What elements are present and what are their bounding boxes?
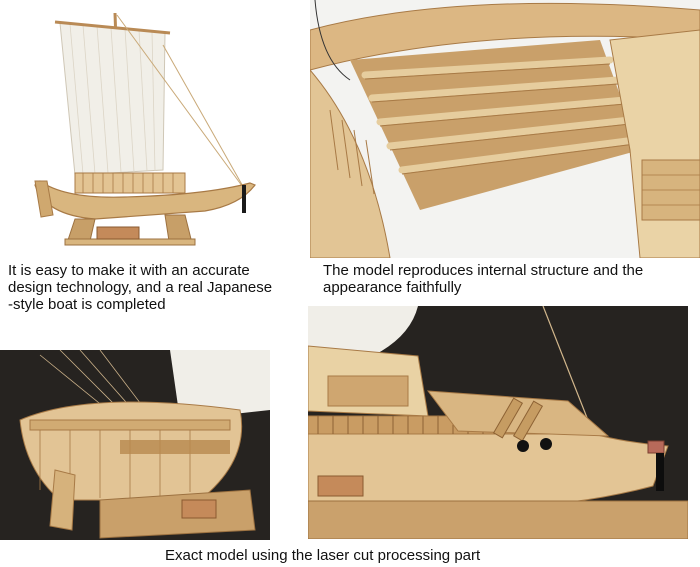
- photo-stern-view: [0, 350, 270, 540]
- photo-internal-structure: [310, 0, 700, 258]
- caption-internal-structure: The model reproduces internal structure …: [323, 262, 644, 296]
- caption-easy-to-make: It is easy to make it with an accurate d…: [8, 262, 273, 313]
- photo-bow-detail: [308, 306, 688, 539]
- caption-laser-cut: Exact model using the laser cut processi…: [165, 547, 481, 564]
- photo-full-boat: [5, 5, 276, 247]
